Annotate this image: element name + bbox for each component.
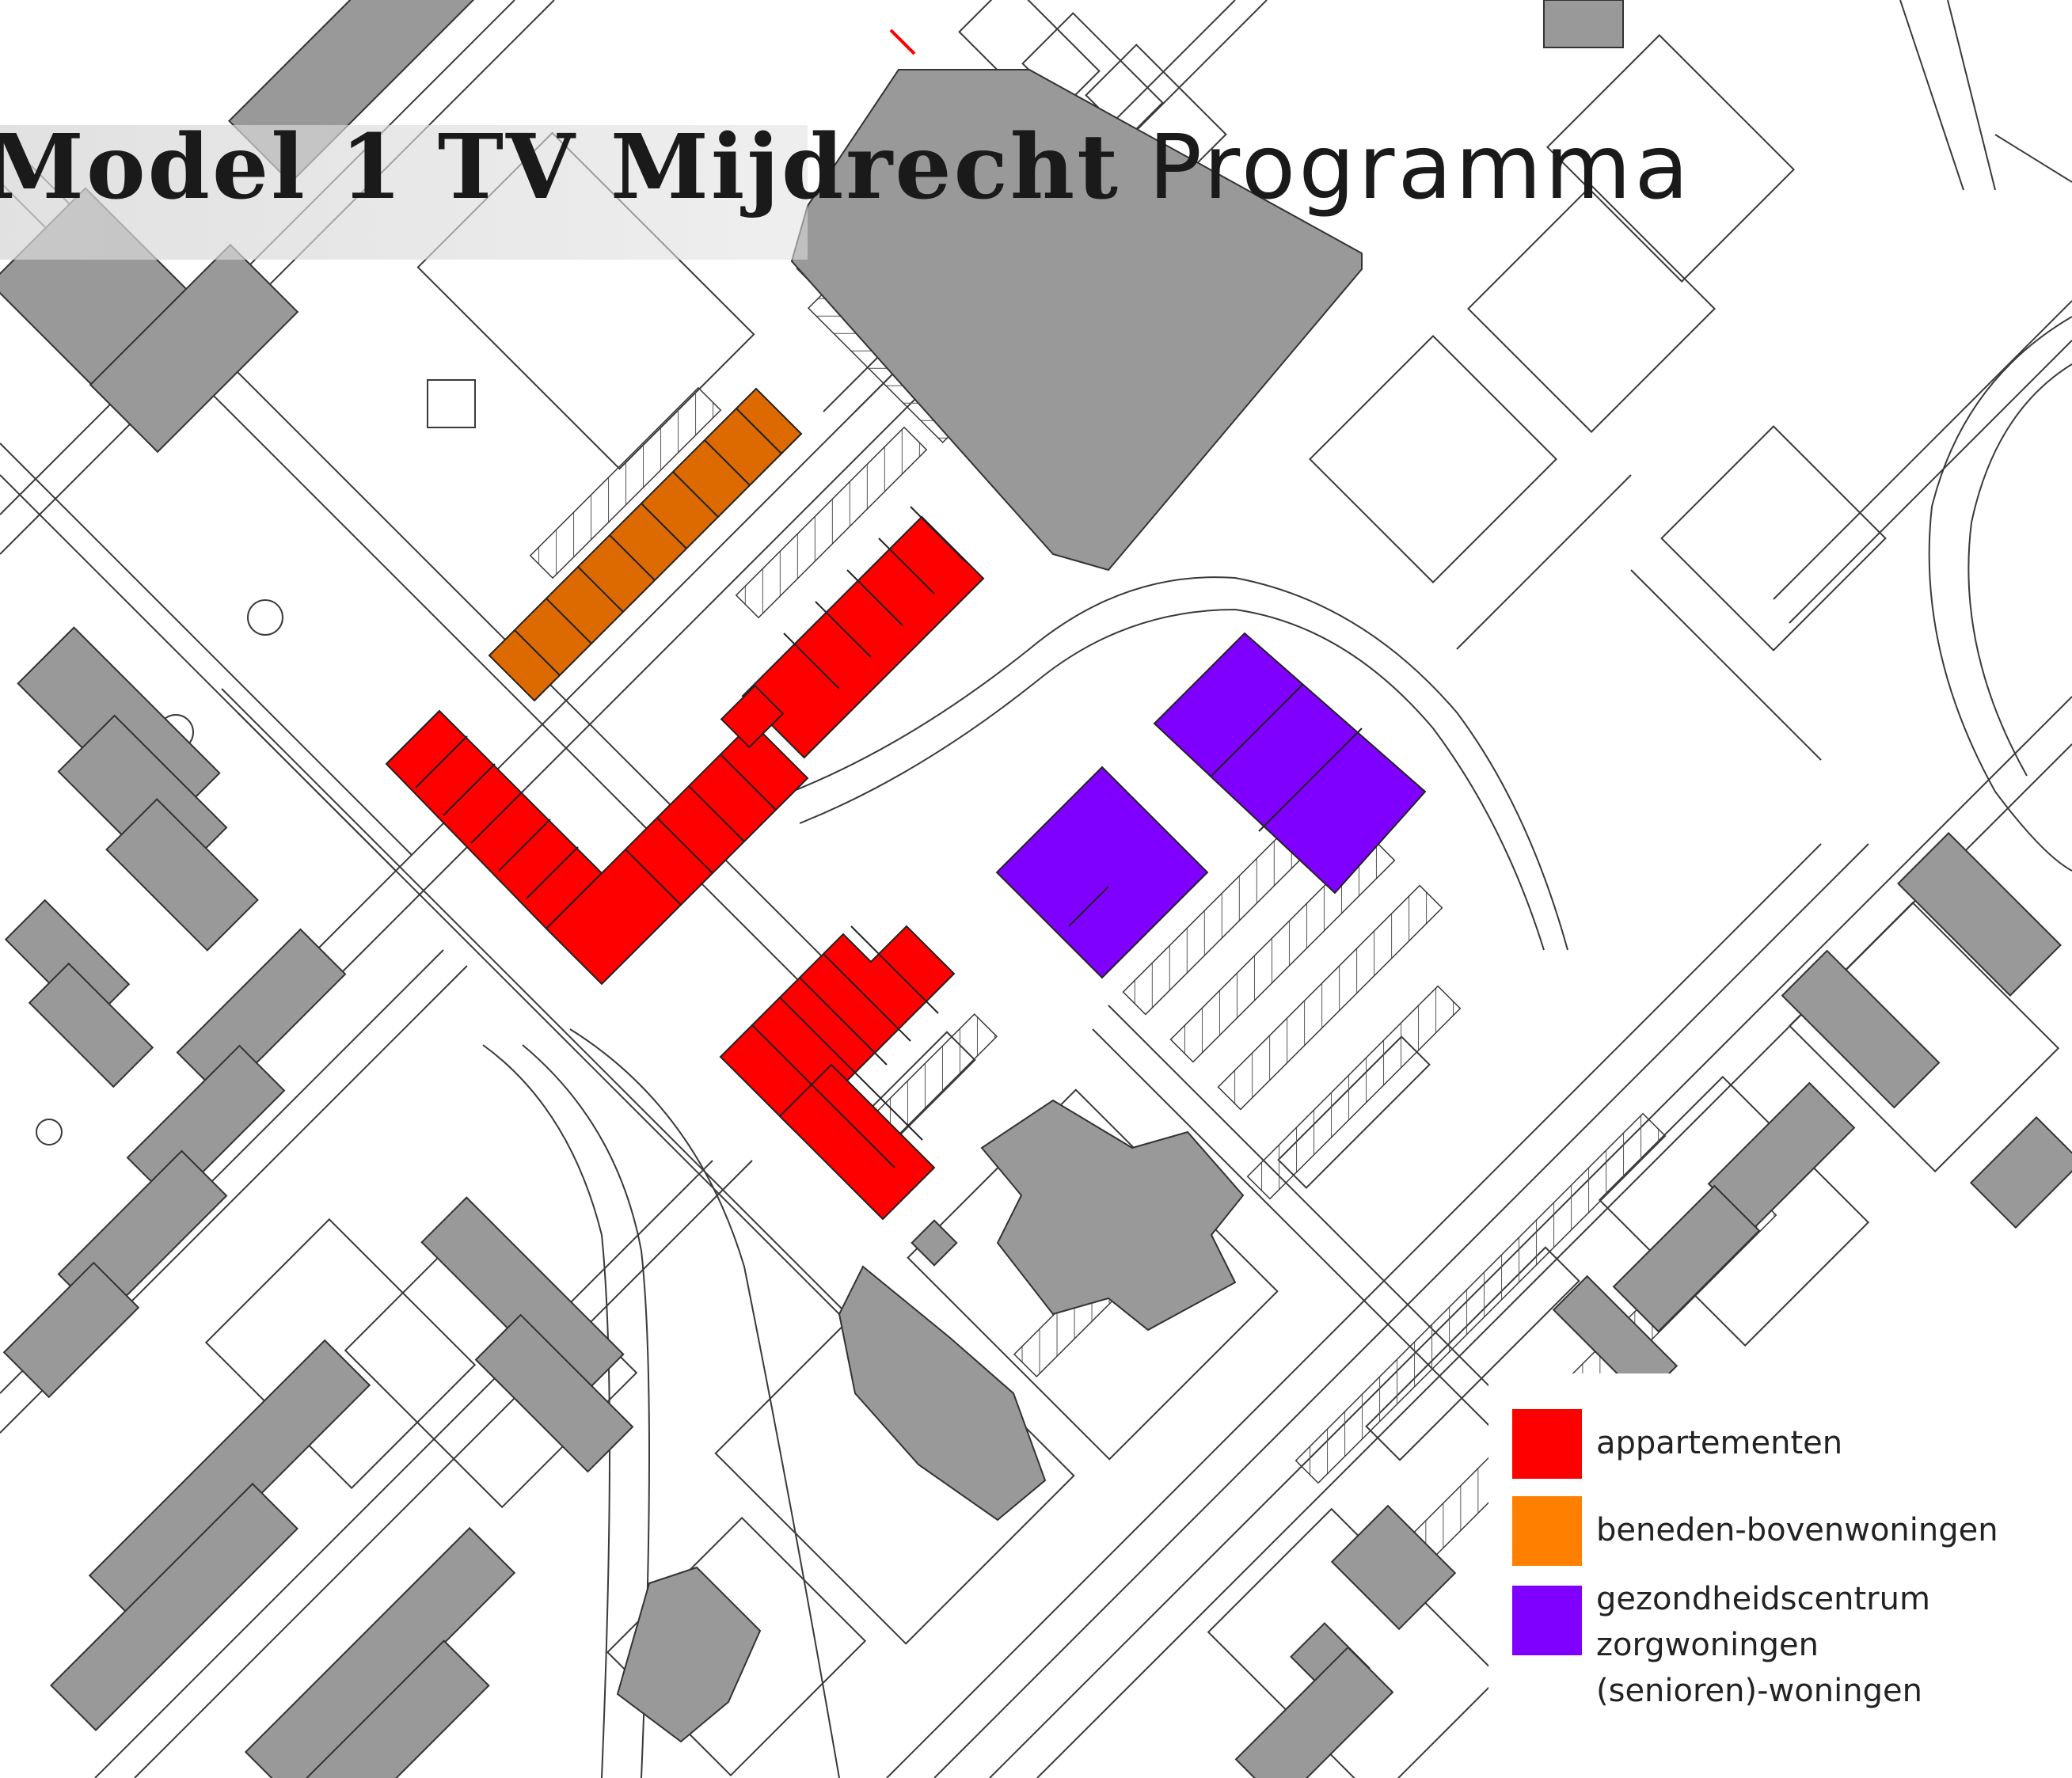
legend-swatch-maisonettes — [1512, 1496, 1582, 1566]
legend-label: beneden-bovenwoningen — [1596, 1512, 1998, 1548]
health-centre-blocks — [995, 632, 1427, 979]
legend-swatch-health — [1512, 1586, 1582, 1655]
map-title: Model 1 TV Mijdrecht Programma — [0, 119, 1692, 217]
maisonette-unit-lines — [514, 408, 782, 676]
legend-item-maisonettes: beneden-bovenwoningen 2 — [1512, 1496, 1998, 1566]
maisonettes-block — [488, 387, 803, 702]
legend-label: appartementen — [1596, 1425, 1843, 1461]
legend-label: (senioren)-woningen — [1596, 1673, 1922, 1709]
title-light: Programma — [1148, 116, 1692, 219]
legend-label: zorgwoningen — [1596, 1627, 1819, 1663]
health-centre-lines — [1068, 684, 1363, 927]
title-bold: Model 1 TV Mijdrecht — [0, 116, 1120, 219]
legend-item-apartments: appartementen 8 — [1512, 1409, 1842, 1479]
north-marker — [889, 28, 916, 55]
legend-item-health: gezondheidscentrum zorgwoningen (seniore… — [1512, 1581, 1930, 1714]
legend: appartementen 8 beneden-bovenwoningen 2 … — [1488, 1373, 2072, 1778]
legend-swatch-apartments — [1512, 1409, 1582, 1479]
title-band — [0, 125, 808, 260]
legend-label: gezondheidscentrum — [1596, 1581, 1930, 1617]
apartment-unit-lines — [387, 506, 967, 1168]
